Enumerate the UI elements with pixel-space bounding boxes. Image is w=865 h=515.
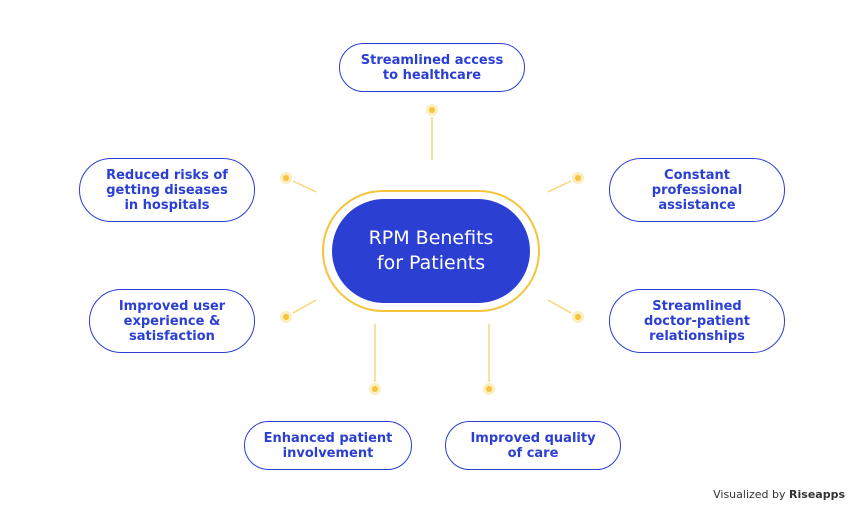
- connector-dot-upper-left-core: [283, 175, 289, 181]
- node-label-line: of care: [507, 445, 559, 461]
- node-label-line: satisfaction: [129, 328, 215, 344]
- node-label-line: experience &: [123, 313, 221, 329]
- center-title-line-2: for Patients: [376, 252, 486, 274]
- node-doctor-patient-relationships: Streamlined doctor-patient relationships: [609, 289, 785, 353]
- node-label-line: Enhanced patient: [263, 430, 393, 446]
- node-label-line: getting diseases: [106, 182, 228, 198]
- connector-dot-bottom-left-core: [372, 386, 378, 392]
- node-improved-user-experience: Improved user experience & satisfaction: [89, 289, 255, 353]
- connector-dot-top-core: [429, 107, 435, 113]
- node-label-line: Reduced risks of: [106, 167, 228, 183]
- node-label-line: relationships: [649, 328, 745, 344]
- node-enhanced-involvement: Enhanced patient involvement: [244, 421, 412, 470]
- node-label-line: Improved quality: [470, 430, 596, 446]
- connector-lower-left: [292, 299, 317, 314]
- node-label-line: in hospitals: [124, 197, 210, 213]
- node-label-line: Streamlined access: [360, 52, 504, 68]
- attribution: Visualized by Riseapps: [713, 488, 845, 501]
- attribution-prefix: Visualized by: [713, 488, 786, 501]
- center-node: RPM Benefits for Patients: [332, 199, 530, 303]
- node-improved-quality-of-care: Improved quality of care: [445, 421, 621, 470]
- node-label-line: Improved user: [118, 298, 226, 314]
- attribution-brand: Riseapps: [789, 488, 845, 501]
- node-streamlined-access: Streamlined access to healthcare: [339, 43, 525, 92]
- connector-lower-right: [547, 299, 572, 314]
- node-constant-assistance: Constant professional assistance: [609, 158, 785, 222]
- node-label-line: Constant: [664, 167, 730, 183]
- connector-dot-upper-right-core: [575, 175, 581, 181]
- node-reduced-risks: Reduced risks of getting diseases in hos…: [79, 158, 255, 222]
- center-title-line-1: RPM Benefits: [368, 227, 494, 249]
- connector-dot-bottom-right-core: [486, 386, 492, 392]
- node-label-line: Streamlined: [652, 298, 742, 314]
- node-label-line: involvement: [282, 445, 374, 461]
- connector-dot-lower-right-core: [575, 314, 581, 320]
- connector-upper-left: [292, 180, 317, 193]
- node-label-line: to healthcare: [382, 67, 482, 83]
- connector-upper-right: [547, 180, 572, 193]
- node-label-line: assistance: [658, 197, 736, 213]
- node-label-line: professional: [651, 182, 743, 198]
- connector-dot-lower-left-core: [283, 314, 289, 320]
- node-label-line: doctor-patient: [644, 313, 750, 329]
